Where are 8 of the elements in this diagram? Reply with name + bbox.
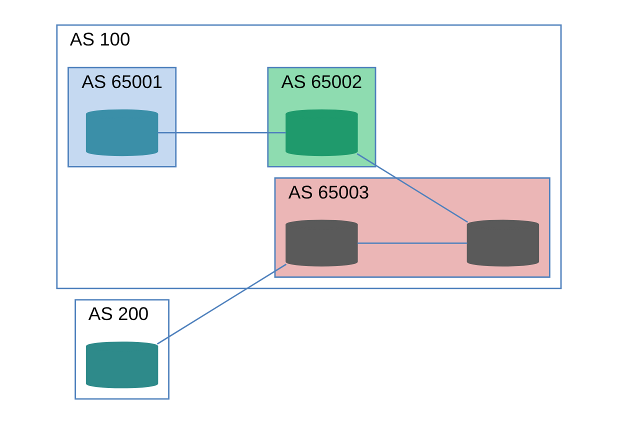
cluster: AS 65002	[266, 66, 376, 168]
connector	[357, 242, 467, 244]
cluster: AS 200	[74, 299, 169, 400]
cluster: AS 65003	[274, 177, 550, 278]
connector	[156, 264, 286, 345]
connector	[157, 132, 286, 134]
cluster: AS 65001	[67, 66, 176, 168]
connector	[356, 153, 468, 223]
